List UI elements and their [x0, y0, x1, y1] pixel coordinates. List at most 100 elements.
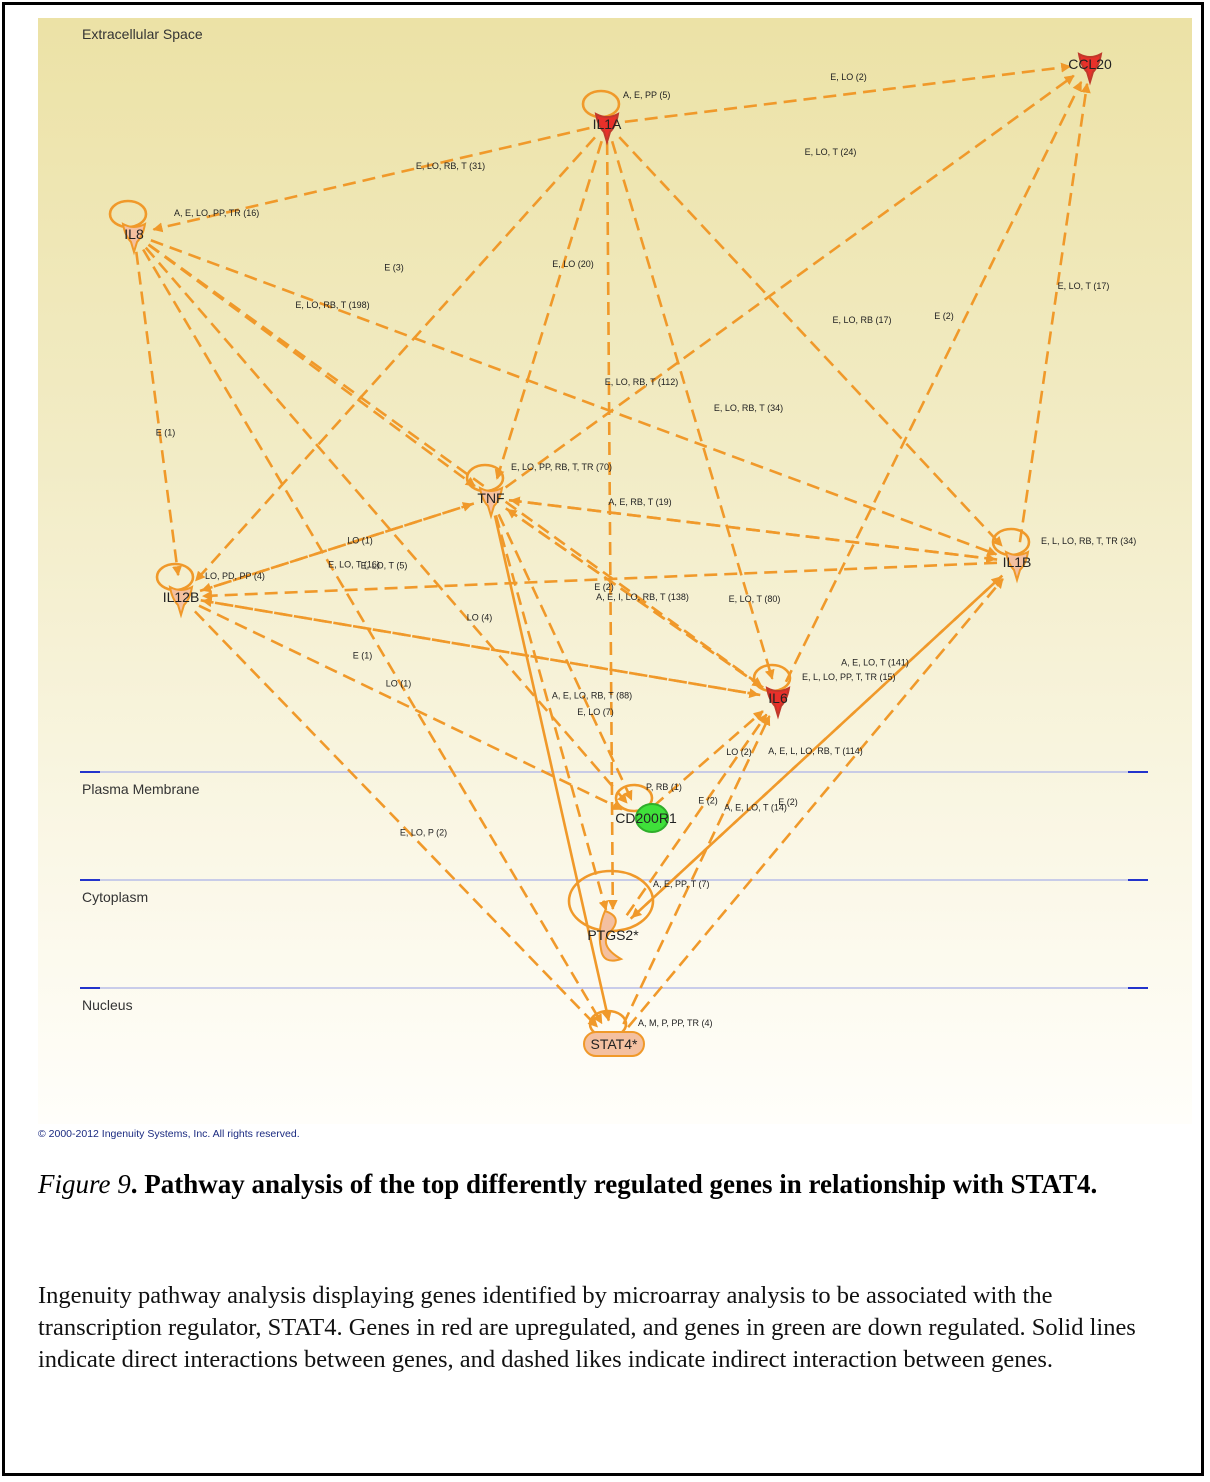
edge-label-il1a-il8: E, LO, RB, T (31) [416, 161, 485, 171]
edge-label-cd200r1-il6: LO (2) [726, 747, 752, 757]
node-ptgs2[interactable]: PTGS2* [587, 909, 639, 962]
node-shape-il1b [1004, 550, 1030, 584]
edge-tnf-to-ccl20 [504, 74, 1075, 489]
node-label-il6: IL6 [768, 690, 788, 706]
node-shape-il6 [765, 686, 791, 720]
node-ccl20[interactable]: CCL20 [1068, 52, 1112, 86]
edge-label-stat4-il6: E (2) [778, 797, 798, 807]
edge-il1a-to-ccl20 [624, 62, 1072, 124]
edge-label-stat4-il1b: A, E, L, LO, RB, T (114) [768, 746, 863, 756]
self-loop-label-stat4: A, M, P, PP, TR (4) [638, 1018, 713, 1028]
edge-label-il6-ccl20: E (2) [934, 311, 954, 321]
edge-label-il6-tnf: E, LO, T (80) [729, 594, 781, 604]
edge-il8-to-il12b [135, 251, 182, 577]
compartment-nucleus: Nucleus [82, 997, 133, 1013]
node-label-il12b: IL12B [163, 589, 200, 605]
pathway-diagram: Extracellular Space Plasma Membrane Cyto… [38, 18, 1192, 1124]
compartment-dividers [80, 771, 1148, 989]
node-il1b[interactable]: IL1B [1003, 550, 1032, 584]
self-loop-label-il1b: E, L, LO, RB, T, TR (34) [1041, 536, 1136, 546]
node-label-ptgs2: PTGS2* [587, 927, 639, 943]
edge-label-il1b-il12b: E, LO, T (5) [361, 561, 408, 571]
edge-il1a-to-il8 [152, 126, 590, 233]
edge-label-tnf-ccl20: E, LO, T (24) [805, 147, 857, 157]
node-shape-il8 [121, 222, 147, 256]
edge-il8-to-cd200r1 [144, 246, 628, 804]
figure-caption-body: Ingenuity pathway analysis displaying ge… [38, 1282, 1136, 1373]
copyright-notice: © 2000-2012 Ingenuity Systems, Inc. All … [38, 1128, 300, 1140]
edge-il8-to-il6 [147, 243, 763, 688]
edge-il12b-to-cd200r1 [198, 604, 623, 811]
edge-label-il1b-ccl20: E, LO, T (17) [1058, 281, 1110, 291]
edge-layer [135, 62, 1091, 1028]
edge-label-il1b-ptgs2: E (2) [698, 796, 718, 806]
self-loop-label-ptgs2: A, E, PP, T (7) [653, 879, 710, 889]
edge-tnf-to-il1b [508, 498, 997, 564]
edge-il1b-to-il12b [201, 561, 998, 601]
self-loop-label-il12b: LO, PD, PP (4) [205, 571, 265, 581]
edge-il8-to-stat4 [142, 248, 603, 1025]
figure-label: Figure 9 [38, 1169, 131, 1199]
node-label-il1a: IL1A [593, 116, 622, 132]
figure-title: . Pathway analysis of the top differentl… [130, 1169, 1098, 1199]
edge-stat4-to-il6 [622, 715, 771, 1025]
edge-il8-to-il1b [150, 239, 998, 556]
node-label-ccl20: CCL20 [1068, 56, 1112, 72]
edge-label-il1a-il6: E, LO, RB, T (34) [714, 403, 783, 413]
node-tnf[interactable]: TNF [477, 486, 505, 520]
edge-label-layer: E, LO (2)E, LO, RB, T (31)E, LO (20)E, L… [156, 72, 1110, 838]
node-label-il8: IL8 [124, 226, 144, 242]
edge-ptgs2-to-il6 [625, 713, 768, 917]
node-il6[interactable]: IL6 [765, 686, 791, 720]
node-shape-ccl20 [1077, 52, 1103, 86]
edge-label-tnf-ptgs2: A, E, LO, RB, T (88) [552, 691, 632, 701]
edge-label-il8-il12b: E (1) [156, 428, 176, 438]
self-loop-label-tnf: E, LO, PP, RB, T, TR (70) [511, 462, 612, 472]
node-il1a[interactable]: IL1A [593, 112, 622, 146]
node-label-stat4: STAT4* [591, 1036, 638, 1052]
self-loop-label-il8: A, E, LO, PP, TR (16) [174, 208, 259, 218]
edge-label-il1b-tnf: A, E, RB, T (19) [608, 497, 671, 507]
node-shape-ptgs2 [598, 909, 624, 962]
edge-il6-to-ccl20 [784, 81, 1083, 683]
edge-il1a-to-il1b [618, 136, 1003, 547]
node-shape-il12b [168, 585, 194, 619]
node-il12b[interactable]: IL12B [163, 585, 200, 619]
edge-label-tnf-il12b: E, LO, T (16) [328, 560, 380, 570]
edge-il1b-to-ccl20 [1018, 82, 1091, 543]
edge-label-il12b-il6: LO (4) [467, 613, 493, 623]
edge-il1a-to-ptgs2 [605, 141, 618, 911]
edge-label-ptgs2-il1b: A, E, LO, T (141) [841, 658, 909, 668]
edge-label-il8-tnf: E, LO, RB, T (198) [295, 300, 369, 310]
edge-tnf-to-ptgs2 [494, 514, 609, 911]
self-loop-label-il1a: A, E, PP (5) [623, 90, 670, 100]
node-cd200r1[interactable]: CD200R1 [615, 803, 677, 833]
self-loop-il8 [108, 199, 148, 229]
edge-tnf-to-il12b [201, 502, 475, 593]
node-label-il1b: IL1B [1003, 554, 1032, 570]
edge-label-il6-il12b: E (1) [353, 651, 373, 661]
node-shape-tnf [478, 486, 504, 520]
pathway-network: Extracellular Space Plasma Membrane Cyto… [80, 26, 1148, 1057]
node-label-cd200r1: CD200R1 [615, 810, 677, 826]
self-loop-cd200r1 [614, 783, 654, 813]
self-loop-il12b [155, 562, 195, 592]
edge-il12b-to-stat4 [193, 610, 599, 1028]
self-loop-il1a [581, 89, 621, 119]
node-il8[interactable]: IL8 [121, 222, 147, 256]
self-loop-layer: A, E, PP (5) A, E, LO, PP, TR (16) E, LO, … [108, 89, 1136, 1039]
node-shape-stat4 [583, 1031, 645, 1057]
edge-il1b-to-ptgs2 [631, 574, 1004, 919]
edge-label-tnf-cd200r1: E, LO (7) [577, 707, 614, 717]
edge-il12b-to-il6 [200, 599, 760, 699]
figure-caption-title: Figure 9. Pathway analysis of the top di… [38, 1166, 1178, 1202]
edge-label-tnf-il1b: E (2) [594, 582, 614, 592]
self-loop-label-cd200r1: P, RB (1) [646, 782, 682, 792]
node-stat4[interactable]: STAT4* [583, 1031, 645, 1057]
edge-label-il1a-il12b: E (3) [384, 263, 404, 273]
compartment-extracellular: Extracellular Space [82, 26, 203, 42]
edge-label-ptgs2-il6: A, E, LO, T (14) [724, 803, 787, 813]
edge-label-tnf-il6: A, E, I, LO, RB, T (138) [596, 592, 689, 602]
